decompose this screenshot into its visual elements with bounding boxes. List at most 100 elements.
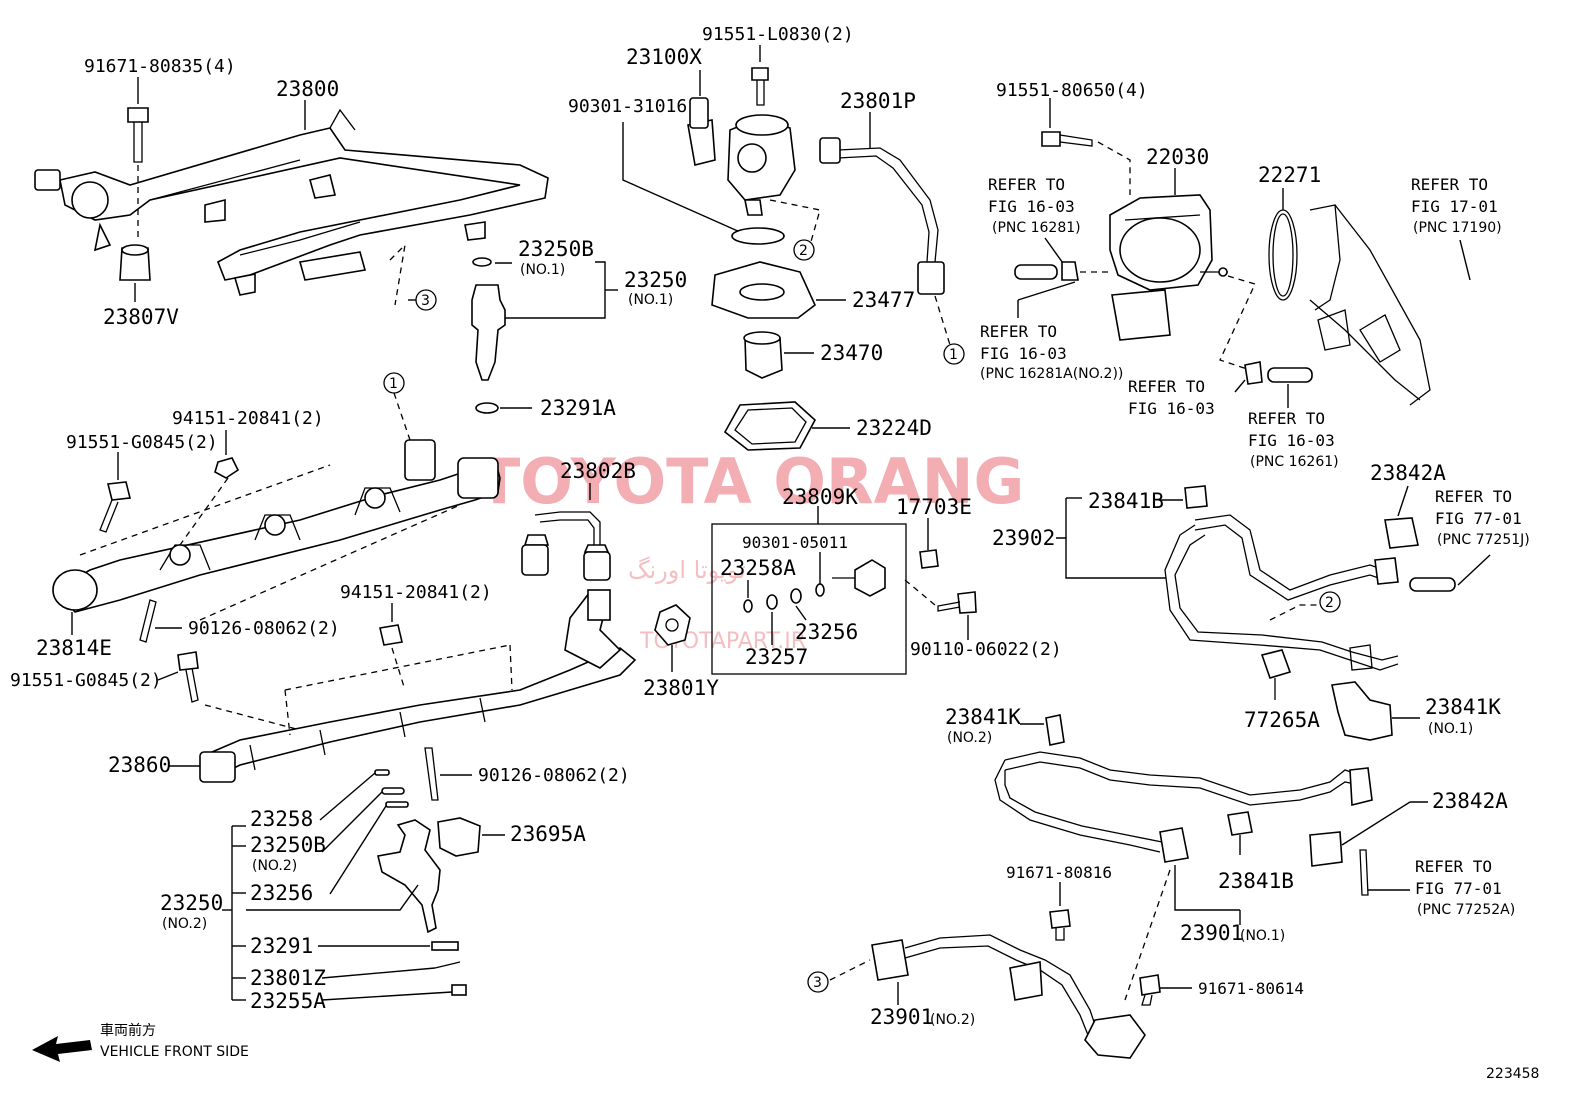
- part-23255A[interactable]: [451, 984, 467, 996]
- refer-fig16-03-a-line1[interactable]: REFER TO: [988, 175, 1065, 194]
- bolt-91551-80650[interactable]: [1041, 131, 1093, 147]
- refer-fig17-01-line2[interactable]: FIG 17-01: [1411, 197, 1498, 216]
- ring-23258A[interactable]: [743, 599, 753, 613]
- label-90301-31016: 90301-31016: [568, 96, 687, 117]
- bolt-91671-80614[interactable]: [1139, 974, 1161, 1006]
- refer-fig16-03-c-line1[interactable]: REFER TO: [1128, 377, 1205, 396]
- connector-77265A[interactable]: [1260, 649, 1292, 700]
- o-ring-90301-31016[interactable]: [731, 227, 785, 245]
- label-23809K: 23809K: [782, 485, 858, 509]
- callout-circle-2-right: [1319, 591, 1341, 613]
- label-91671-80816: 91671-80816: [1006, 863, 1112, 882]
- clip-23695A[interactable]: [437, 817, 481, 857]
- check-valve-23809K[interactable]: [832, 559, 886, 597]
- refer-fig16-03-d-line1[interactable]: REFER TO: [1248, 409, 1325, 428]
- clamp-23842A-bottom[interactable]: [1309, 831, 1343, 867]
- callout-3-top: 3: [421, 293, 430, 309]
- refer-fig17-01-line1[interactable]: REFER TO: [1411, 175, 1488, 194]
- refer-fig77-01-a-line1[interactable]: REFER TO: [1435, 487, 1512, 506]
- label-91551-L0830: 91551-L0830(2): [702, 24, 854, 45]
- label-77265A: 77265A: [1244, 708, 1320, 732]
- bolt-91551-G0845-bottom[interactable]: [177, 651, 199, 703]
- label-23255A: 23255A: [250, 989, 326, 1013]
- lifter-23470[interactable]: [743, 331, 783, 379]
- bolt-91671-80835[interactable]: [127, 107, 149, 163]
- label-23250-top: 23250: [624, 268, 687, 292]
- gasket-23801Y[interactable]: [654, 604, 691, 646]
- refer-fig16-03-b-line2[interactable]: FIG 16-03: [980, 344, 1067, 363]
- ring-23258[interactable]: [374, 769, 390, 776]
- label-23841K-no1: 23841K: [1425, 695, 1501, 719]
- label-91671-80835: 91671-80835(4): [84, 56, 236, 77]
- intake-connector-17190[interactable]: [1309, 204, 1431, 406]
- label-22030: 22030: [1146, 145, 1209, 169]
- ring-90301-05011[interactable]: [815, 583, 825, 597]
- ring-23256[interactable]: [385, 801, 409, 808]
- bolt-91551-G0845-top[interactable]: [99, 481, 131, 533]
- refer-fig16-03-b-line1[interactable]: REFER TO: [980, 322, 1057, 341]
- bolt-91551-L0830[interactable]: [751, 67, 769, 106]
- label-23901-no1-tag: (NO.1): [1240, 928, 1285, 944]
- fuel-delivery-pipe-23800[interactable]: [34, 108, 549, 296]
- ring-23801Z[interactable]: [434, 961, 461, 969]
- refer-fig16-03-d-line3: (PNC 16261): [1250, 454, 1339, 470]
- label-23695A: 23695A: [510, 822, 586, 846]
- refer-fig17-01-line3: (PNC 17190): [1413, 220, 1502, 236]
- refer-fig77-01-b-line2[interactable]: FIG 77-01: [1415, 879, 1502, 898]
- label-23258A: 23258A: [720, 556, 796, 580]
- hose-ref-77251J[interactable]: [1409, 577, 1456, 592]
- fuel-injector-23250-no1[interactable]: [471, 257, 506, 414]
- insulator-23807V[interactable]: [119, 244, 151, 281]
- fuel-pipe-23802B[interactable]: [521, 511, 611, 581]
- clip-16281[interactable]: [1061, 261, 1079, 281]
- label-23801Z: 23801Z: [250, 966, 326, 990]
- stud-90126-08062-bottom[interactable]: [424, 747, 439, 801]
- refer-fig16-03-d-line2[interactable]: FIG 16-03: [1248, 431, 1335, 450]
- fuel-injector-23250-no2[interactable]: [377, 819, 441, 934]
- ring-23250B-no2[interactable]: [381, 787, 405, 795]
- hose-23901-no2[interactable]: [871, 934, 1146, 1059]
- label-23477: 23477: [852, 288, 915, 312]
- hose-23901-no1[interactable]: [994, 751, 1373, 863]
- label-23250-no1: (NO.1): [628, 292, 673, 308]
- nut-94151-20841-bottom[interactable]: [379, 624, 403, 646]
- gasket-23224D[interactable]: [723, 401, 817, 451]
- label-23901-no1: 23901: [1180, 921, 1243, 945]
- hose-ref-16281[interactable]: [1014, 264, 1058, 280]
- label-23841K-no1-tag: (NO.1): [1428, 721, 1473, 737]
- stud-90126-08062-top[interactable]: [139, 599, 157, 643]
- ring-23257[interactable]: [766, 594, 778, 610]
- plate-23477[interactable]: [711, 261, 816, 319]
- fuel-delivery-pipe-23814E[interactable]: [52, 439, 501, 613]
- label-23841B-top: 23841B: [1088, 489, 1164, 513]
- fuel-pump-23100X[interactable]: [687, 97, 796, 216]
- ring-23256-kit[interactable]: [790, 588, 802, 604]
- bolt-90110-06022[interactable]: [937, 591, 977, 614]
- callout-circle-2-top: [793, 239, 815, 261]
- nut-94151-20841-top[interactable]: [214, 457, 240, 479]
- hose-23902[interactable]: [1164, 514, 1399, 671]
- refer-fig77-01-a-line2[interactable]: FIG 77-01: [1435, 509, 1522, 528]
- label-23802B: 23802B: [560, 459, 636, 483]
- throttle-body-22030[interactable]: [1109, 194, 1228, 341]
- seal-23291[interactable]: [431, 941, 459, 951]
- fuel-delivery-pipe-23860[interactable]: [199, 589, 637, 783]
- refer-fig16-03-c-line2[interactable]: FIG 16-03: [1128, 399, 1215, 418]
- label-23250B-no1: (NO.1): [520, 262, 565, 278]
- clip-16-03-c[interactable]: [1244, 361, 1263, 385]
- connector-23841K-no1[interactable]: [1331, 681, 1393, 741]
- connector-23841K-no2[interactable]: [1045, 714, 1065, 746]
- refer-fig16-03-a-line2[interactable]: FIG 16-03: [988, 197, 1075, 216]
- grommet-17703E[interactable]: [919, 549, 939, 569]
- refer-fig16-03-b-line3: (PNC 16281A(NO.2)): [980, 366, 1123, 382]
- hose-ref-77252A[interactable]: [1359, 849, 1369, 896]
- clamp-23842A-top[interactable]: [1384, 517, 1419, 549]
- hose-ref-16261[interactable]: [1267, 367, 1313, 383]
- label-90301-05011: 90301-05011: [742, 533, 848, 552]
- connector-23841B-top[interactable]: [1184, 485, 1208, 509]
- fuel-pipe-23801P[interactable]: [819, 137, 945, 295]
- refer-fig77-01-b-line1[interactable]: REFER TO: [1415, 857, 1492, 876]
- front-side-english: VEHICLE FRONT SIDE: [100, 1044, 249, 1060]
- bolt-91671-80816[interactable]: [1049, 909, 1071, 941]
